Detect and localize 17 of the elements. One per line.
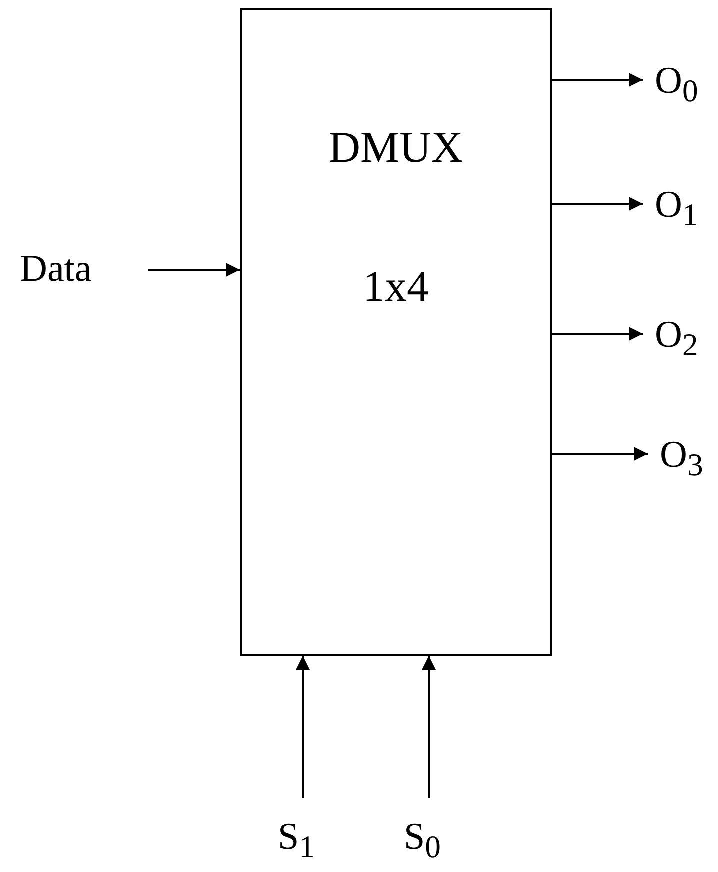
arrow (552, 73, 643, 87)
arrow (148, 263, 240, 277)
input-label: Data (20, 250, 92, 288)
demultiplexer-block (240, 8, 552, 656)
output-label: O$_{0}$ (655, 62, 698, 108)
arrow (422, 656, 436, 798)
select-label: S$_{1}$ (278, 818, 315, 864)
block-subtitle: 1x4 (362, 265, 430, 309)
arrow (552, 327, 643, 341)
output-label: O$_{3}$ (660, 436, 704, 482)
select-label: S$_{0}$ (404, 818, 441, 864)
block-title: DMUX (328, 126, 464, 170)
arrow (552, 447, 648, 461)
output-label: O$_{1}$ (655, 186, 698, 232)
output-label: O$_{2}$ (655, 316, 698, 362)
arrow (552, 197, 643, 211)
arrow (296, 656, 310, 798)
